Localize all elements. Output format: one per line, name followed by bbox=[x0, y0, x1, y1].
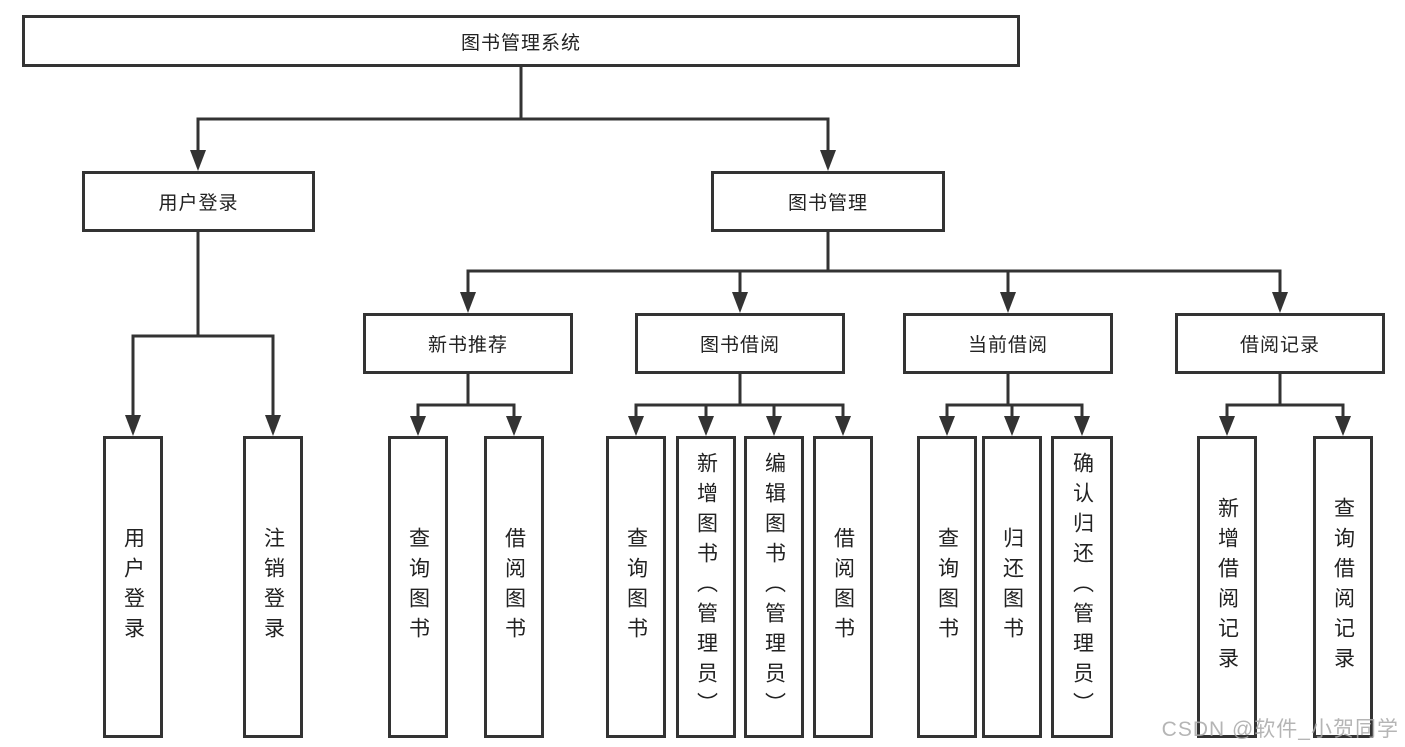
node-leaf-borrow-books-recommend: 借阅图书 bbox=[484, 436, 544, 738]
csdn-watermark: CSDN @软件_小贺同学 bbox=[1161, 718, 1399, 741]
node-label: 编辑图书（管理员） bbox=[762, 452, 786, 722]
node-label: 查询图书 bbox=[406, 527, 430, 647]
node-new-book-recommendation: 新书推荐 bbox=[363, 313, 573, 374]
node-label: 图书借阅 bbox=[699, 335, 780, 356]
node-library-management-system: 图书管理系统 bbox=[22, 15, 1020, 67]
node-label: 用户登录 bbox=[121, 527, 145, 647]
node-label: 新增借阅记录 bbox=[1215, 497, 1239, 677]
node-leaf-query-books-current: 查询图书 bbox=[917, 436, 977, 738]
node-user-login: 用户登录 bbox=[82, 171, 315, 232]
node-label: 查询图书 bbox=[624, 527, 648, 647]
node-label: 借阅图书 bbox=[831, 527, 855, 647]
node-leaf-borrow-books: 借阅图书 bbox=[813, 436, 873, 738]
node-leaf-edit-books-admin: 编辑图书（管理员） bbox=[744, 436, 804, 738]
node-leaf-query-books-borrow: 查询图书 bbox=[606, 436, 666, 738]
node-label: 用户登录 bbox=[158, 193, 239, 214]
node-leaf-add-borrow-record: 新增借阅记录 bbox=[1197, 436, 1257, 738]
node-leaf-confirm-return-admin: 确认归还（管理员） bbox=[1051, 436, 1113, 738]
node-label: 注销登录 bbox=[261, 527, 285, 647]
node-leaf-user-login: 用户登录 bbox=[103, 436, 163, 738]
node-leaf-query-borrow-record: 查询借阅记录 bbox=[1313, 436, 1373, 738]
node-leaf-return-books: 归还图书 bbox=[982, 436, 1042, 738]
node-label: 新书推荐 bbox=[427, 335, 508, 356]
node-label: 新增图书（管理员） bbox=[694, 452, 718, 722]
node-book-borrowing: 图书借阅 bbox=[635, 313, 845, 374]
node-label: 图书管理系统 bbox=[460, 32, 581, 54]
node-current-borrowing: 当前借阅 bbox=[903, 313, 1113, 374]
node-label: 查询借阅记录 bbox=[1331, 497, 1355, 677]
node-label: 借阅记录 bbox=[1239, 335, 1320, 356]
node-leaf-query-books-recommend: 查询图书 bbox=[388, 436, 448, 738]
node-borrowing-records: 借阅记录 bbox=[1175, 313, 1385, 374]
node-label: 确认归还（管理员） bbox=[1070, 452, 1094, 722]
node-label: 查询图书 bbox=[935, 527, 959, 647]
node-book-management: 图书管理 bbox=[711, 171, 945, 232]
node-label: 图书管理 bbox=[787, 193, 868, 214]
node-leaf-add-books-admin: 新增图书（管理员） bbox=[676, 436, 736, 738]
node-label: 借阅图书 bbox=[502, 527, 526, 647]
node-label: 当前借阅 bbox=[967, 335, 1048, 356]
node-label: 归还图书 bbox=[1000, 527, 1024, 647]
node-leaf-logout: 注销登录 bbox=[243, 436, 303, 738]
